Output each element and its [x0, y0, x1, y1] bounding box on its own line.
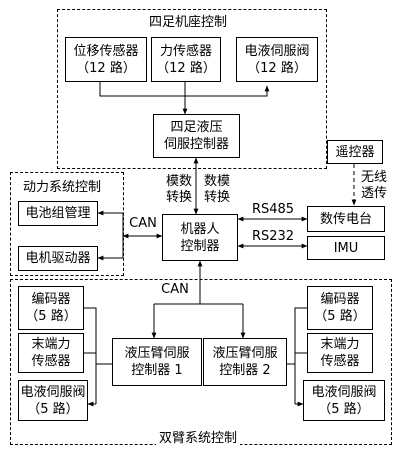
region-power-label: 动力系统控制: [20, 176, 105, 195]
encoder-left-block: 编码器 （5 路）: [18, 286, 84, 330]
region-quadruped-label: 四足机座控制: [146, 11, 231, 30]
arm-controller-2-block: 液压臂伺服 控制器 2: [203, 338, 287, 386]
quad-hydraulic-controller-block: 四足液压 伺服控制器: [153, 114, 240, 158]
battery-manager-block: 电池组管理: [18, 201, 98, 226]
region-quadruped: [57, 9, 327, 169]
label-rs485: RS485: [251, 202, 295, 217]
servo-valve-left-block: 电液伺服阀 （5 路）: [18, 380, 88, 421]
wire-bus-to-servo-valve: [185, 85, 270, 97]
wire-right-arm-bus: [294, 307, 307, 404]
arm-controller-1-block: 液压臂伺服 控制器 1: [112, 338, 202, 386]
imu-block: IMU: [307, 236, 385, 260]
label-wireless: 无线 透传: [360, 170, 387, 201]
data-radio-block: 数传电台: [307, 206, 385, 232]
wire-displacement-to-bus: [99, 82, 185, 97]
motor-driver-block: 电机驱动器: [18, 246, 98, 271]
servo-valve-top-block: 电液伺服阀 （12 路）: [236, 37, 318, 82]
robot-controller-block: 机器人 控制器: [162, 214, 238, 261]
displacement-sensor-block: 位移传感器 （12 路）: [65, 37, 147, 82]
region-dual-arm-label: 双臂系统控制: [156, 427, 241, 446]
label-can-arms: CAN: [161, 282, 189, 297]
encoder-right-block: 编码器 （5 路）: [307, 286, 373, 330]
end-sensor-left-block: 末端力 传感器: [18, 333, 84, 373]
label-can-power: CAN: [129, 216, 157, 231]
force-sensor-block: 力传感器 （12 路）: [151, 37, 221, 82]
wire-left-arm-bus: [84, 307, 97, 404]
label-rs232: RS232: [251, 229, 295, 244]
label-ad-conversion: 模数 转换: [165, 174, 192, 205]
label-da-conversion: 数模 转换: [203, 174, 230, 205]
wire-battery: [98, 212, 124, 259]
end-sensor-right-block: 末端力 传感器: [307, 333, 373, 373]
servo-valve-right-block: 电液伺服阀 （5 路）: [303, 380, 385, 421]
remote-controller-block: 遥控器: [327, 140, 383, 164]
